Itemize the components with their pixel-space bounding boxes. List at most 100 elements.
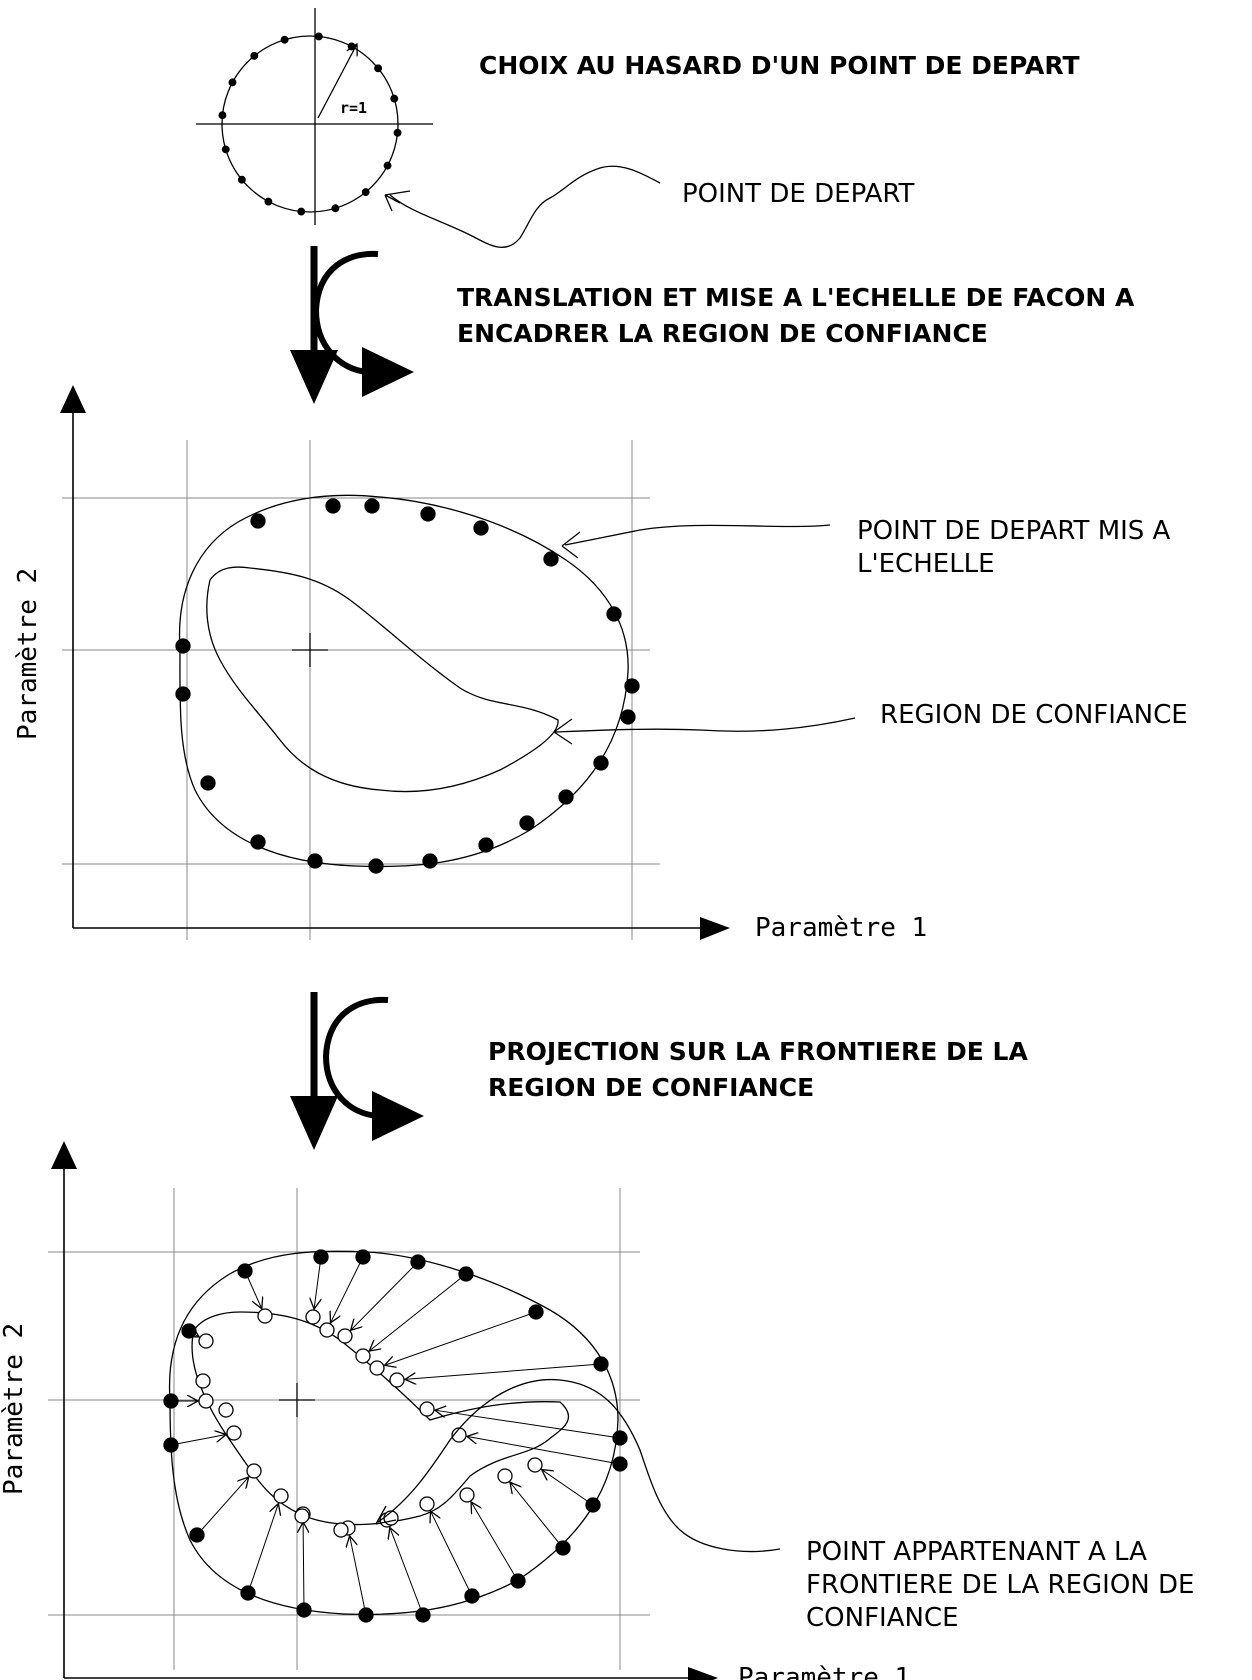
scaled-start-point — [368, 858, 384, 874]
projection-arrow — [247, 1504, 278, 1594]
unit-circle-point — [393, 128, 402, 137]
scaled-start-label-line1: POINT DE DEPART MIS A — [857, 516, 1171, 546]
unit-circle-point — [280, 35, 289, 44]
boundary-point-label-line2: FRONTIERE DE LA REGION DE — [806, 1570, 1194, 1600]
scaled-start-point — [420, 506, 436, 522]
boundary-point — [383, 1510, 399, 1526]
scaled-plot-x-label: Paramètre 1 — [755, 913, 927, 943]
projected-start-point — [585, 1497, 601, 1513]
scaled-start-point — [478, 837, 494, 853]
scaled-start-label-line2: L'ECHELLE — [857, 549, 995, 579]
confidence-region-curve — [206, 566, 559, 793]
boundary-point — [273, 1488, 289, 1504]
unit-circle-point — [264, 197, 273, 206]
projected-start-point — [237, 1263, 253, 1279]
projected-start-point — [612, 1456, 628, 1472]
projected-start-point — [189, 1527, 205, 1543]
projection-arrow — [471, 1502, 519, 1582]
projection-arrow — [350, 1536, 367, 1616]
projected-start-point — [510, 1573, 526, 1589]
unit-circle-point — [237, 175, 246, 184]
projection-arrow — [431, 1511, 473, 1597]
projection-arrows — [170, 1256, 621, 1616]
scaled-plot — [60, 385, 856, 940]
unit-circle-point — [361, 188, 370, 197]
projected-start-point — [410, 1254, 426, 1270]
scaled-start-point — [422, 853, 438, 869]
scaled-start-point — [519, 815, 535, 831]
projected-start-point — [612, 1430, 628, 1446]
projected-start-point — [181, 1323, 197, 1339]
boundary-point — [257, 1308, 273, 1324]
unit-circle-point — [228, 78, 237, 87]
projection-arrow — [303, 1522, 304, 1611]
projection-arrow — [467, 1436, 621, 1465]
projection-plot — [48, 1141, 781, 1680]
scaled-start-point — [473, 520, 489, 536]
unit-circle — [221, 35, 399, 213]
boundary-point — [459, 1487, 475, 1503]
scaled-start-point — [593, 755, 609, 771]
scaled-plot-center-cross — [292, 633, 328, 667]
scaled-plot-y-label: Paramètre 2 — [13, 568, 43, 740]
transition-arrow-1 — [290, 246, 414, 404]
scaled-start-point — [364, 498, 380, 514]
projection-arrow — [351, 1261, 419, 1330]
unit-circle-point — [221, 145, 230, 154]
step1-title: CHOIX AU HASARD D'UN POINT DE DEPART — [479, 51, 1080, 80]
projection-arrow — [510, 1482, 564, 1549]
projection-arrow — [314, 1256, 322, 1309]
unit-circle-figure: r=1 — [196, 8, 661, 248]
unit-circle-point — [331, 204, 340, 213]
unit-circle-point — [297, 207, 306, 216]
boundary-point-leader-line — [377, 1378, 781, 1553]
projected-start-point — [163, 1393, 179, 1409]
projection-arrow — [385, 1311, 537, 1365]
projected-start-point — [458, 1266, 474, 1282]
boundary-point — [195, 1373, 211, 1389]
boundary-point — [198, 1333, 214, 1349]
step2-title-line2: ENCADRER LA REGION DE CONFIANCE — [457, 319, 988, 348]
scaled-start-point — [200, 775, 216, 791]
step3-title-line2: REGION DE CONFIANCE — [488, 1073, 814, 1102]
boundary-point — [333, 1522, 349, 1538]
scaled-start-point — [624, 678, 640, 694]
projected-start-point — [358, 1607, 374, 1623]
projection-plot-y-axis-arrow — [51, 1141, 77, 1169]
boundary-point-label-line1: POINT APPARTENANT A LA — [806, 1537, 1147, 1567]
step2-title-line1: TRANSLATION ET MISE A L'ECHELLE DE FACON… — [457, 283, 1135, 312]
scaled-start-points — [175, 498, 640, 874]
scaled-plot-y-axis-arrow — [60, 385, 86, 413]
projection-arrow — [196, 1477, 249, 1536]
radius-arrow — [317, 44, 357, 119]
projection-arrow — [331, 1256, 364, 1323]
projected-start-point — [355, 1249, 371, 1265]
scaled-start-arrowhead — [561, 531, 581, 559]
unit-circle-point — [314, 32, 323, 41]
boundary-point-arrowhead — [375, 1505, 397, 1525]
boundary-point-label-line3: CONFIANCE — [806, 1603, 959, 1633]
unit-circle-point — [390, 94, 399, 103]
unit-circle-points — [218, 32, 402, 216]
projection-plot-grid — [48, 1188, 650, 1670]
confidence-region-label: REGION DE CONFIANCE — [880, 700, 1188, 730]
scaled-start-point — [606, 606, 622, 622]
scaled-start-point — [620, 709, 636, 725]
projected-start-point — [296, 1602, 312, 1618]
transition-arrow-2 — [290, 992, 424, 1150]
unit-circle-point — [347, 42, 356, 51]
boundary-point — [226, 1425, 242, 1441]
projected-start-curve — [168, 1250, 619, 1616]
projection-plot-center-cross — [279, 1383, 315, 1417]
projected-start-point — [528, 1304, 544, 1320]
scaled-start-point — [543, 551, 559, 567]
scaled-plot-grid — [62, 440, 660, 940]
boundary-points — [195, 1308, 543, 1538]
projected-region-curve — [191, 1311, 570, 1526]
boundary-point — [355, 1348, 371, 1364]
projection-plot-y-label: Paramètre 2 — [0, 1323, 29, 1495]
scaled-start-point — [175, 686, 191, 702]
boundary-point — [419, 1496, 435, 1512]
start-point-leader-line — [389, 165, 661, 248]
scaled-start-point — [307, 853, 323, 869]
